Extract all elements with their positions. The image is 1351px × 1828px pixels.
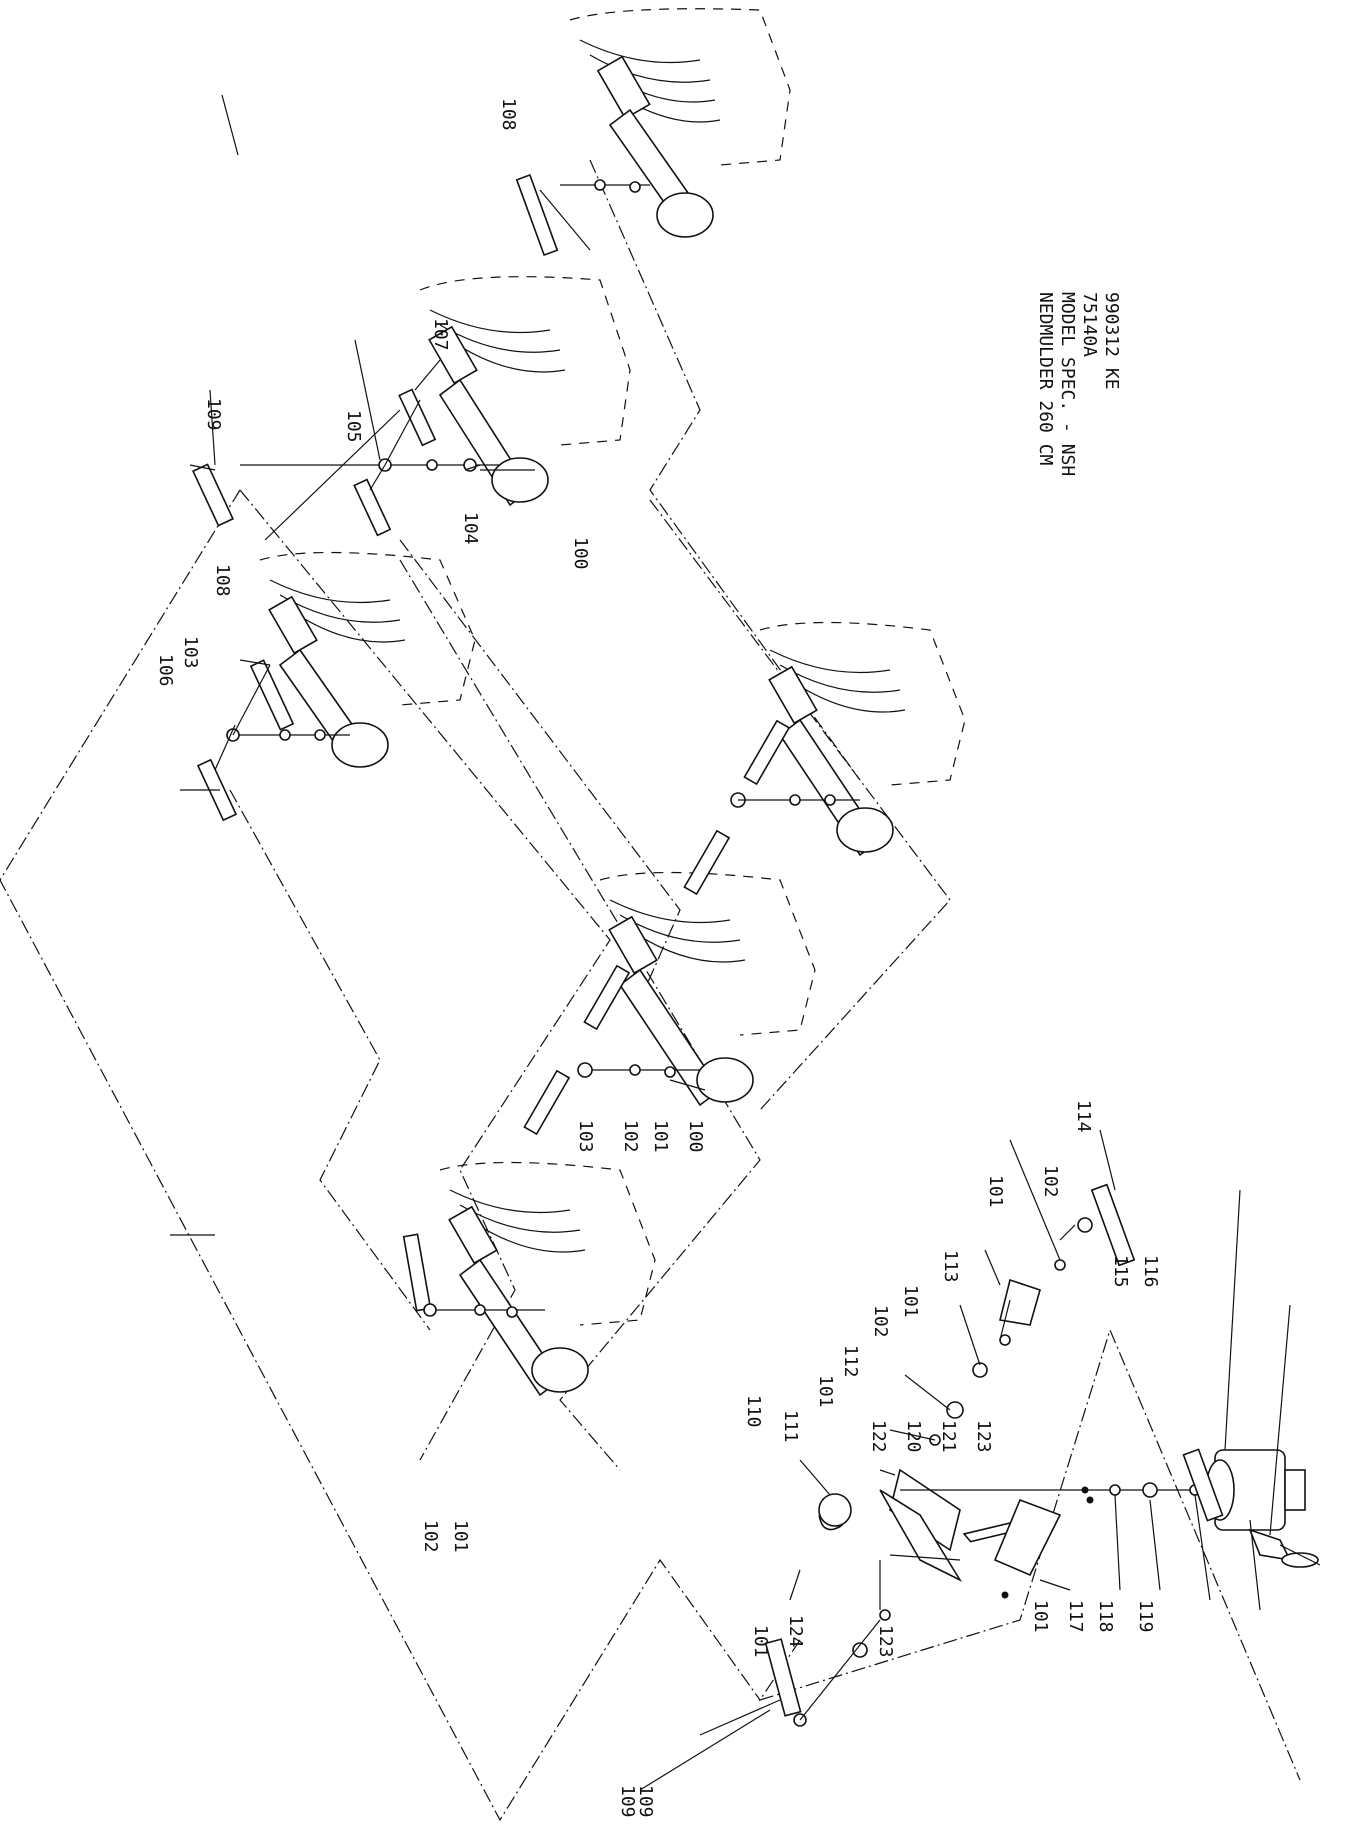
- tine-assembly-6: [439, 1161, 656, 1397]
- title-block: NEDMULDER 260 CM MODEL SPEC. - NSH 75140…: [1035, 292, 1122, 476]
- part-label-100-top: 100: [570, 537, 591, 570]
- valve-and-bracket-assembly: [764, 1183, 1321, 1727]
- tine-assembly-5: [599, 871, 816, 1107]
- part-label-119: 119: [1135, 1600, 1156, 1633]
- hoses-and-fittings: [192, 173, 860, 1318]
- part-labels: 109 106 102 101 103 108 109 105 107 104 …: [155, 98, 1161, 1818]
- title-line-1: NEDMULDER 260 CM: [1035, 292, 1056, 466]
- part-label-106-left: 106: [155, 654, 176, 687]
- part-label-115: 115: [1110, 1255, 1131, 1288]
- part-label-114: 114: [1073, 1100, 1094, 1133]
- part-label-107: 107: [430, 318, 451, 351]
- part-label-101-e: 101: [1030, 1600, 1051, 1633]
- part-label-105: 105: [343, 410, 364, 443]
- part-label-102-b: 102: [1040, 1165, 1061, 1198]
- part-label-124: 124: [785, 1615, 806, 1648]
- part-label-101-b: 101: [985, 1175, 1006, 1208]
- part-label-101-c: 101: [900, 1285, 921, 1318]
- title-line-4: 990312 KE: [1101, 292, 1122, 390]
- part-label-123-top: 123: [973, 1420, 994, 1453]
- part-label-100-mid: 100: [685, 1120, 706, 1153]
- part-label-108-top: 108: [498, 98, 519, 131]
- part-label-108-left: 108: [212, 564, 233, 597]
- part-label-102-a: 102: [420, 1520, 441, 1553]
- part-label-118: 118: [1095, 1600, 1116, 1633]
- part-label-109-corner: 109: [635, 1785, 656, 1818]
- part-label-109-top: 109: [203, 398, 224, 431]
- title-line-2: MODEL SPEC. - NSH: [1057, 292, 1078, 476]
- leader-lines: [170, 94, 1291, 1791]
- title-line-3: 75140A: [1079, 292, 1100, 357]
- part-label-101-f: 101: [750, 1625, 771, 1658]
- part-label-101-mid: 101: [650, 1120, 671, 1153]
- part-label-101-d: 101: [815, 1375, 836, 1408]
- part-label-103-mid: 103: [575, 1120, 596, 1153]
- tine-assembly-3: [259, 551, 476, 768]
- part-label-116: 116: [1140, 1255, 1161, 1288]
- part-label-104: 104: [460, 512, 481, 545]
- part-label-120: 120: [903, 1420, 924, 1453]
- part-label-109-bottom: 109: [617, 1785, 638, 1818]
- part-label-123-bottom: 123: [875, 1625, 896, 1658]
- part-label-102-c: 102: [870, 1305, 891, 1338]
- part-label-117: 117: [1065, 1600, 1086, 1633]
- part-label-121: 121: [938, 1420, 959, 1453]
- part-label-111: 111: [780, 1410, 801, 1443]
- part-label-110: 110: [743, 1395, 764, 1428]
- routing-lines: [0, 159, 1301, 1822]
- tine-assembly-1: [569, 8, 791, 238]
- part-label-102-mid: 102: [620, 1120, 641, 1153]
- part-label-103-left: 103: [180, 636, 201, 669]
- part-label-122: 122: [868, 1420, 889, 1453]
- tine-assembly-2: [419, 276, 631, 507]
- part-label-101-a: 101: [450, 1520, 471, 1553]
- part-label-113: 113: [940, 1250, 961, 1283]
- part-label-112: 112: [840, 1345, 861, 1378]
- tine-assembly-4: [759, 621, 966, 857]
